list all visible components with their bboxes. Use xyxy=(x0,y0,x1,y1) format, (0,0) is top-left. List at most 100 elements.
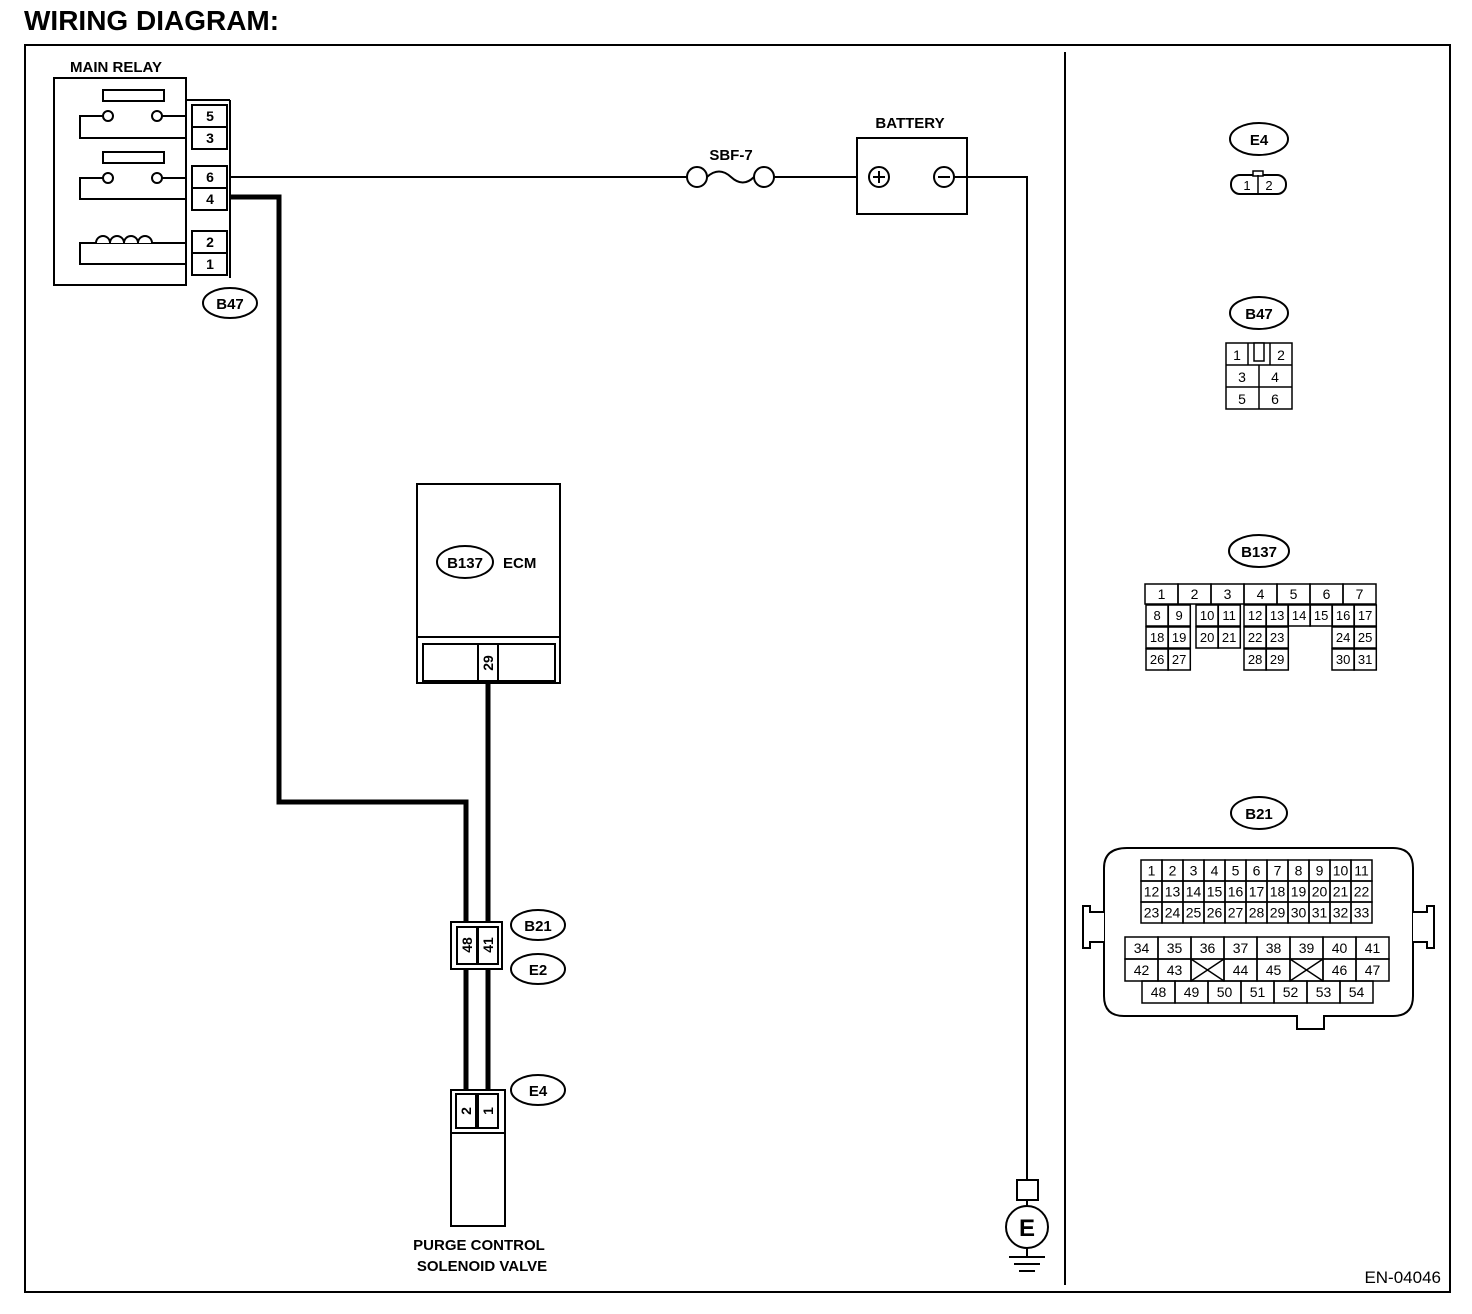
face-pin: 21 xyxy=(1333,884,1349,900)
face-pin: 11 xyxy=(1354,863,1369,879)
blank-cavity xyxy=(1190,958,1225,982)
face-pin: 41 xyxy=(1365,940,1381,956)
blank-cavity xyxy=(1289,958,1324,982)
face-pin: 8 xyxy=(1295,863,1303,879)
face-pin: 33 xyxy=(1354,905,1370,921)
face-pin: 2 xyxy=(1277,347,1285,363)
face-pin: 5 xyxy=(1232,863,1240,879)
face-pin: 44 xyxy=(1233,962,1249,978)
valve-pin: 1 xyxy=(480,1107,496,1115)
face-pin: 17 xyxy=(1358,608,1372,623)
face-pin: 39 xyxy=(1299,940,1315,956)
connector-tag-label: B47 xyxy=(1245,306,1273,323)
face-cell xyxy=(1167,648,1192,671)
ecm-pin: 29 xyxy=(480,655,496,671)
face-pin: 40 xyxy=(1332,940,1348,956)
connector-face-e4: E4 1 2 xyxy=(1229,122,1289,195)
face-pin: 37 xyxy=(1233,940,1249,956)
face-pin: 23 xyxy=(1270,630,1284,645)
face-pin: 27 xyxy=(1172,652,1186,667)
connector-tag-label: E2 xyxy=(529,962,547,979)
face-pin: 10 xyxy=(1200,608,1214,623)
face-pin: 24 xyxy=(1165,905,1181,921)
face-pin: 22 xyxy=(1354,884,1370,900)
joint-connector: 48 41 B21 E2 xyxy=(450,909,566,985)
face-pin: 2 xyxy=(1169,863,1177,879)
face-pin: 17 xyxy=(1249,884,1265,900)
face-pin: 15 xyxy=(1207,884,1223,900)
face-pin: 4 xyxy=(1271,369,1279,385)
face-cell xyxy=(1167,626,1192,649)
face-cell xyxy=(1342,583,1377,605)
battery: BATTERY xyxy=(856,115,968,215)
connector-tag-label: B21 xyxy=(524,918,552,935)
face-pin: 18 xyxy=(1270,884,1286,900)
face-cell xyxy=(1353,648,1378,671)
main-relay-label: MAIN RELAY xyxy=(70,59,162,76)
face-pin: 22 xyxy=(1248,630,1262,645)
face-pin: 32 xyxy=(1333,905,1349,921)
face-pin: 3 xyxy=(1190,863,1198,879)
face-pin: 45 xyxy=(1266,962,1282,978)
face-pin: 43 xyxy=(1167,962,1183,978)
connector-tag xyxy=(510,953,566,985)
connector-tag-label: B47 xyxy=(216,296,244,313)
ecm-label: ECM xyxy=(503,555,536,572)
face-pin: 20 xyxy=(1200,630,1214,645)
valve-label-line1: PURGE CONTROL xyxy=(413,1237,545,1254)
face-pin: 5 xyxy=(1238,391,1246,407)
face-pin: 26 xyxy=(1150,652,1164,667)
connector-tag-label: B21 xyxy=(1245,806,1273,823)
face-pin: 1 xyxy=(1148,863,1156,879)
face-cell xyxy=(1353,626,1378,649)
main-relay-body xyxy=(53,77,187,286)
face-pin: 23 xyxy=(1144,905,1160,921)
face-pin: 29 xyxy=(1270,652,1284,667)
face-cell xyxy=(1217,604,1242,627)
connector-tag xyxy=(510,1074,566,1106)
face-pin: 50 xyxy=(1217,984,1233,1000)
face-pin: 12 xyxy=(1248,608,1262,623)
fuse-label: SBF-7 xyxy=(709,147,752,164)
face-pin: 13 xyxy=(1165,884,1181,900)
face-pin: 24 xyxy=(1336,630,1350,645)
face-cell xyxy=(1217,626,1242,649)
face-cell xyxy=(1265,626,1290,649)
relay-pin: 4 xyxy=(206,191,214,207)
face-pin: 10 xyxy=(1333,863,1349,879)
wire xyxy=(230,194,469,935)
face-pin: 19 xyxy=(1291,884,1307,900)
relay-pin: 5 xyxy=(206,108,214,124)
ecm-body xyxy=(416,483,561,684)
face-pin: 28 xyxy=(1248,652,1262,667)
face-pin: 53 xyxy=(1316,984,1332,1000)
face-pin: 9 xyxy=(1176,608,1183,623)
face-pin: 16 xyxy=(1228,884,1244,900)
face-pin: 14 xyxy=(1292,608,1306,623)
connector-face-b47: B47 1 2 3 4 5 6 xyxy=(1225,296,1293,410)
face-pin: 27 xyxy=(1228,905,1244,921)
face-pin: 47 xyxy=(1365,962,1381,978)
page-title: WIRING DIAGRAM: xyxy=(24,5,279,36)
face-pin: 7 xyxy=(1356,586,1364,602)
face-pin: 2 xyxy=(1191,586,1199,602)
ground-wire xyxy=(954,176,1028,1180)
joint-pin: 48 xyxy=(459,937,475,953)
face-cell xyxy=(1167,604,1192,627)
diagram-frame xyxy=(24,44,1451,1293)
face-pin: 8 xyxy=(1154,608,1161,623)
face-pin: 6 xyxy=(1323,586,1331,602)
face-pin: 6 xyxy=(1253,863,1261,879)
relay-coil-icon xyxy=(79,235,186,265)
face-pin: 29 xyxy=(1270,905,1286,921)
reference-code: EN-04046 xyxy=(1364,1268,1441,1287)
connector-tag-label: B137 xyxy=(447,555,483,572)
ground-label: E xyxy=(1019,1215,1035,1242)
connector-tag xyxy=(202,287,258,319)
relay-contact-bar xyxy=(102,89,165,102)
face-pin: 54 xyxy=(1349,984,1365,1000)
joint-pin: 41 xyxy=(480,937,496,953)
face-pin: 3 xyxy=(1224,586,1232,602)
